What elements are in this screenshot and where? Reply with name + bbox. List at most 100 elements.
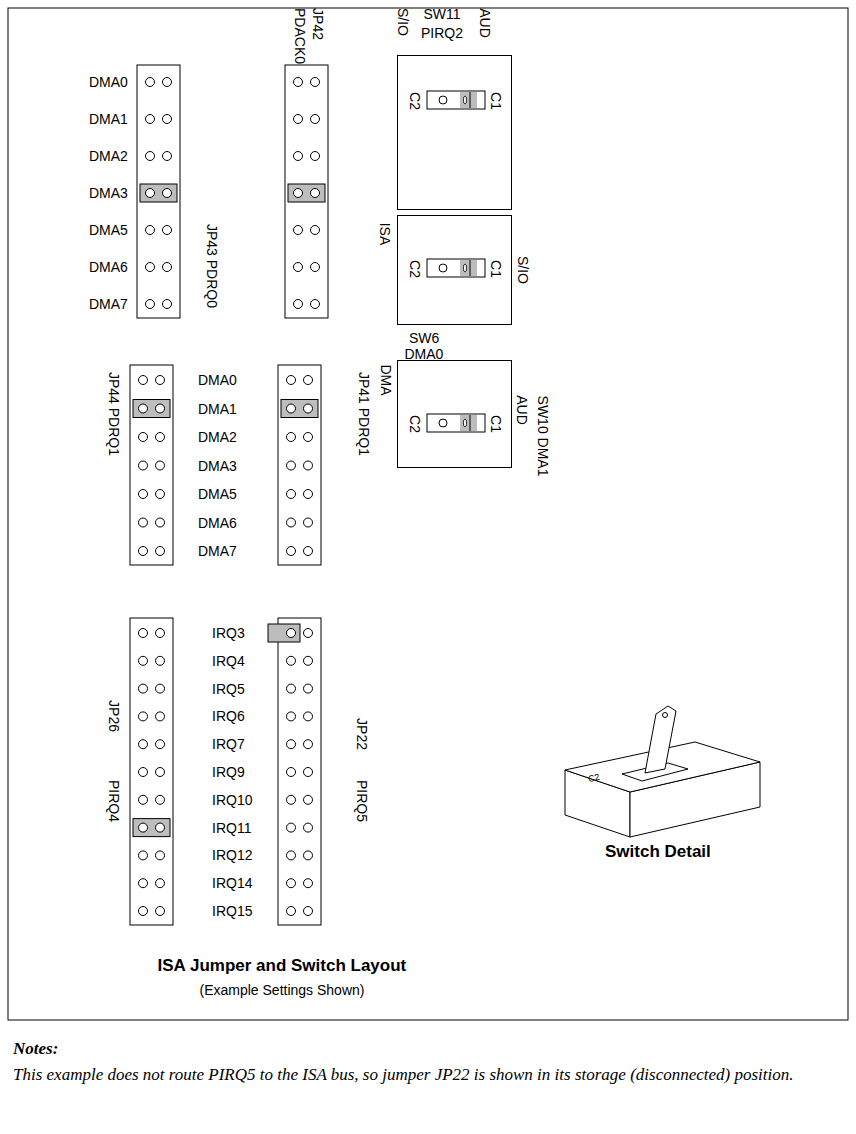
- header-pin: [156, 404, 165, 413]
- header-pin: [287, 629, 296, 638]
- pin-label: DMA6: [198, 515, 237, 531]
- header-pin: [146, 300, 155, 309]
- header-pin: [311, 152, 320, 161]
- header-pin: [287, 461, 296, 470]
- header-pin: [304, 518, 313, 527]
- pin-label: IRQ4: [212, 653, 245, 669]
- header-pin: [304, 404, 313, 413]
- header-pin: [156, 433, 165, 442]
- pin-label: DMA0: [89, 74, 128, 90]
- header-pin: [156, 684, 165, 693]
- header-pin: [146, 78, 155, 87]
- pin-label: IRQ14: [212, 875, 252, 891]
- header-pin: [139, 629, 148, 638]
- header-pin: [304, 547, 313, 556]
- pin-label: IRQ15: [212, 903, 252, 919]
- header-pin: [156, 461, 165, 470]
- header-pin: [294, 152, 303, 161]
- pin-label: DMA1: [198, 401, 237, 417]
- header-pin: [287, 433, 296, 442]
- switch-body: C2C1: [397, 360, 512, 468]
- header-pin: [146, 226, 155, 235]
- header-pin: [304, 376, 313, 385]
- header-pin: [304, 879, 313, 888]
- pin-label: JP44 PDRQ1: [106, 372, 122, 456]
- header-pin: [294, 300, 303, 309]
- pin-label: SW6: [409, 330, 439, 346]
- header-pin: [287, 518, 296, 527]
- pin-label: IRQ11: [212, 820, 251, 836]
- pin-label: DMA2: [198, 429, 237, 445]
- jumper-shunt: [140, 184, 177, 202]
- header-pin: [156, 629, 165, 638]
- pin-label: DMA5: [198, 486, 237, 502]
- pin-label: JP42: [310, 8, 326, 40]
- jumper-header: [137, 65, 180, 318]
- header-pin: [304, 768, 313, 777]
- header-pin: [156, 490, 165, 499]
- header-pin: [156, 547, 165, 556]
- header-pin: [139, 740, 148, 749]
- header-pin: [146, 115, 155, 124]
- pin-label: IRQ5: [212, 681, 245, 697]
- header-pin: [287, 907, 296, 916]
- header-pin: [139, 684, 148, 693]
- pin-label: JP41 PDRQ1: [356, 372, 372, 456]
- header-pin: [139, 907, 148, 916]
- pin-label: JP43 PDRQ0: [204, 224, 220, 308]
- header-pin: [139, 795, 148, 804]
- header-pin: [156, 518, 165, 527]
- jumper-shunt: [281, 400, 318, 418]
- pin-label: ISA: [377, 222, 393, 245]
- pin-label: DMA3: [89, 185, 128, 201]
- header-pin: [294, 226, 303, 235]
- header-pin: [139, 768, 148, 777]
- pin-label: DMA2: [89, 148, 128, 164]
- header-pin: [139, 490, 148, 499]
- header-pin: [163, 189, 172, 198]
- figure-label: Switch Detail: [605, 842, 711, 862]
- dip-switch: [427, 414, 485, 432]
- header-pin: [311, 115, 320, 124]
- header-pin: [163, 300, 172, 309]
- contact-label: C2: [407, 92, 423, 110]
- jumper-header: [268, 618, 321, 925]
- pin-label: DMA0: [198, 372, 237, 388]
- header-pin: [294, 78, 303, 87]
- header-pin: [304, 851, 313, 860]
- header-pin: [304, 795, 313, 804]
- pin-label: DMA1: [89, 111, 128, 127]
- header-pin: [146, 189, 155, 198]
- pin-label: PDACK0: [292, 8, 308, 64]
- pin-label: DMA5: [89, 222, 128, 238]
- header-pin: [163, 115, 172, 124]
- header-pin: [287, 823, 296, 832]
- pin-label: PIRQ4: [106, 780, 122, 822]
- contact-label: C1: [488, 415, 504, 433]
- pin-label: IRQ9: [212, 764, 245, 780]
- pin-label: PIRQ2: [421, 25, 463, 41]
- header-pin: [156, 879, 165, 888]
- pin-label: DMA6: [89, 259, 128, 275]
- switch-body: C2C1: [397, 215, 512, 325]
- header-pin: [304, 433, 313, 442]
- pin-label: DMA7: [89, 296, 128, 312]
- pin-label: C2: [587, 772, 601, 784]
- header-pin: [139, 433, 148, 442]
- dip-switch: [427, 91, 485, 109]
- header-pin: [139, 823, 148, 832]
- header-pin: [294, 115, 303, 124]
- header-pin: [139, 656, 148, 665]
- header-pin: [304, 490, 313, 499]
- pin-label: IRQ12: [212, 847, 252, 863]
- header-pin: [139, 518, 148, 527]
- header-pin: [287, 712, 296, 721]
- dip-switch: [427, 259, 485, 277]
- header-pin: [156, 712, 165, 721]
- header-pin: [311, 189, 320, 198]
- figure-frame: [8, 8, 848, 1020]
- header-pin: [156, 656, 165, 665]
- header-pin: [304, 740, 313, 749]
- pin-label: PIRQ5: [354, 780, 370, 822]
